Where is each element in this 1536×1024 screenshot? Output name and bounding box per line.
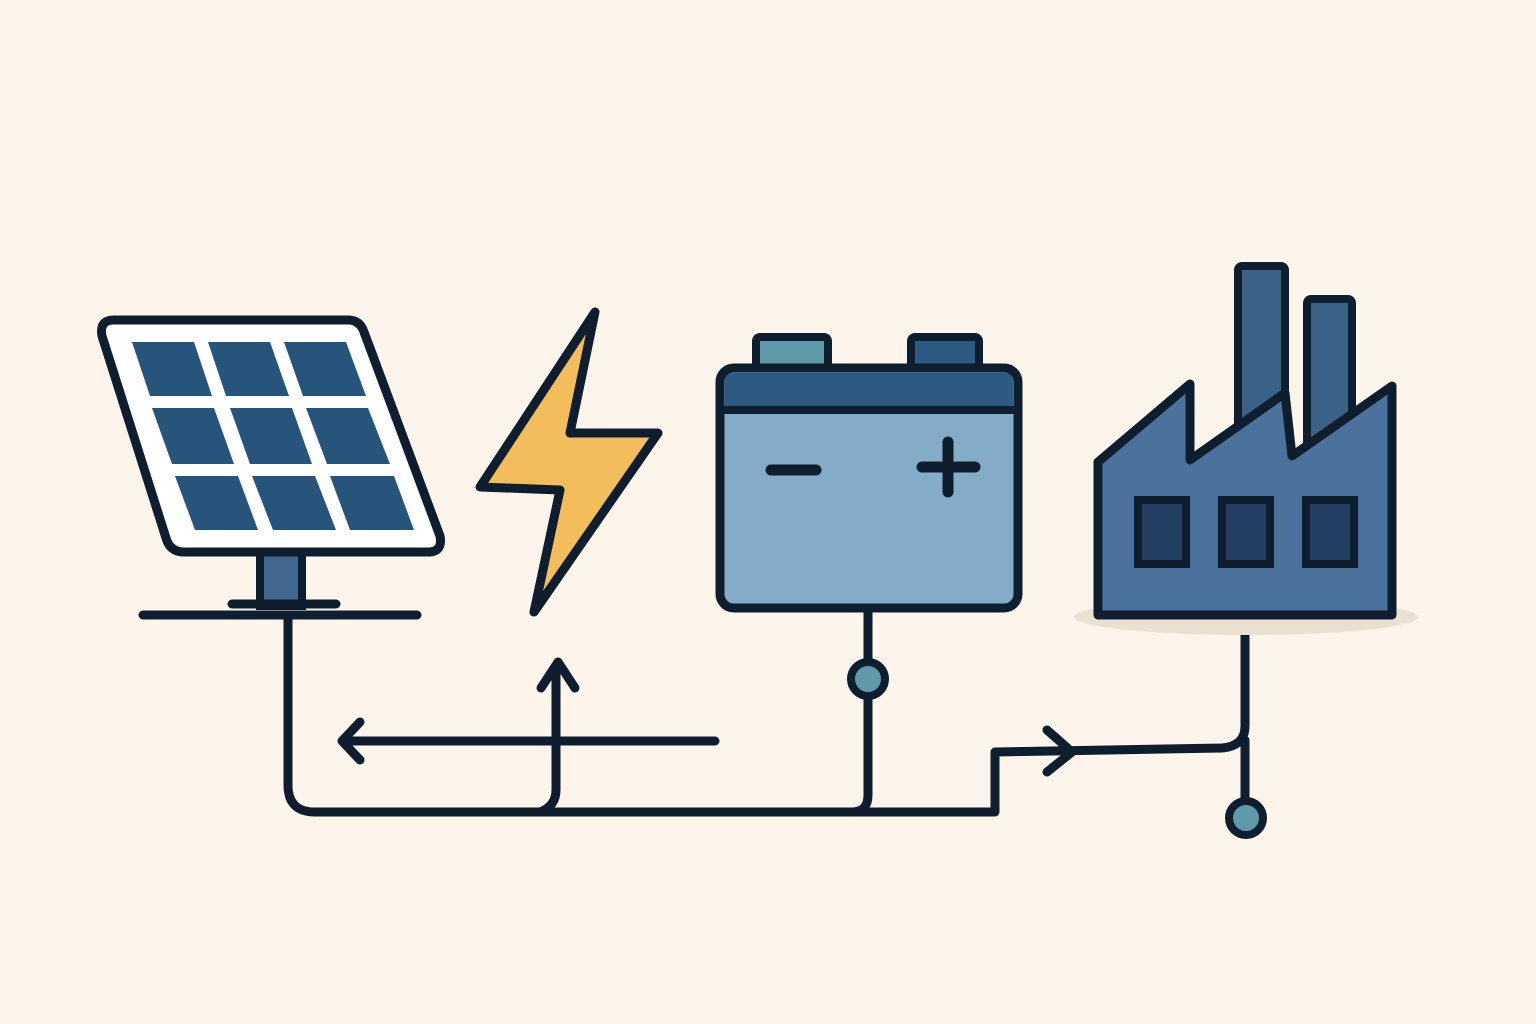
- wires: [283, 607, 1250, 817]
- solar-cell: [306, 408, 390, 464]
- solar-cell: [132, 342, 212, 396]
- factory-icon: [1074, 262, 1418, 635]
- solar-cell: [208, 342, 289, 396]
- solar-cell: [175, 476, 258, 530]
- arrows: [337, 657, 1077, 777]
- battery-drop-wire: [847, 607, 873, 817]
- solar-cell: [230, 408, 312, 464]
- solar-cell: [152, 408, 234, 464]
- factory-ground-dot: [1225, 797, 1267, 839]
- main-bus-wire: [283, 610, 1250, 817]
- factory-window: [1218, 496, 1274, 568]
- factory-window: [1134, 496, 1190, 568]
- solar-panel-icon: [97, 315, 445, 620]
- battery-junction-dot: [847, 658, 889, 700]
- lightning-bolt-icon: [475, 307, 663, 617]
- battery-top-band: [725, 373, 1013, 406]
- lightning-feed-wire: [535, 663, 561, 817]
- arrow-left-icon: [337, 717, 365, 765]
- solar-cell: [252, 476, 336, 530]
- battery-body: [715, 363, 1023, 613]
- solar-mast: [256, 548, 306, 610]
- arrow-up-icon: [536, 657, 580, 693]
- arrow-right-icon: [1042, 725, 1077, 777]
- solar-cells: [132, 342, 414, 530]
- solar-cell: [330, 476, 414, 530]
- factory-window: [1302, 496, 1358, 568]
- battery-icon: [715, 333, 1023, 613]
- solar-cell: [284, 342, 366, 396]
